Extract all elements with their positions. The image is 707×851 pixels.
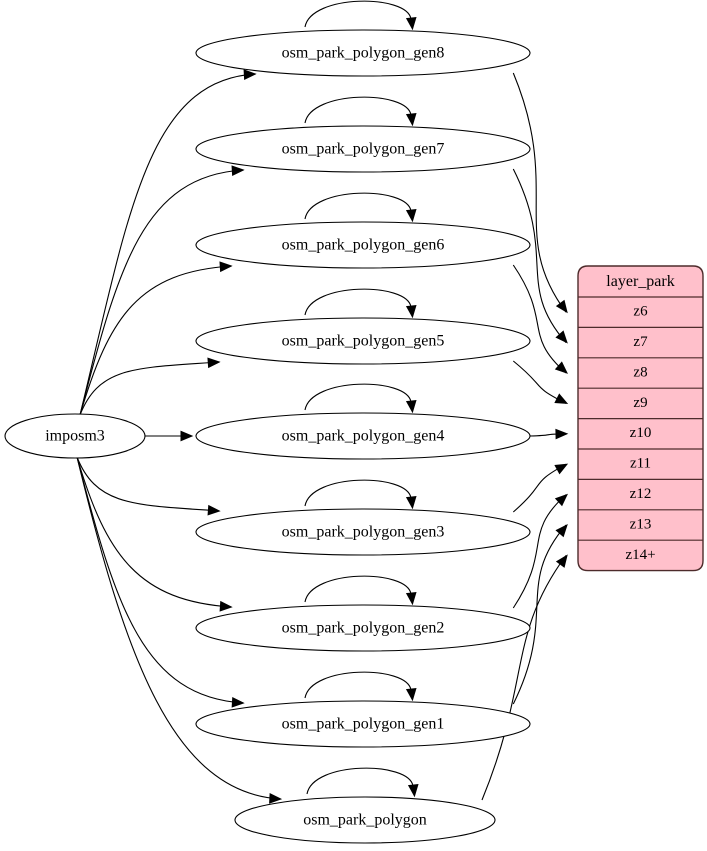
self-loop-edge-base [306, 767, 414, 795]
node-gen1[interactable]: osm_park_polygon_gen1 [195, 700, 531, 748]
self-loop-arrowhead-base [407, 783, 419, 798]
arrowhead-gen6-to-z8 [554, 361, 568, 374]
node-label-gen6: osm_park_polygon_gen6 [282, 237, 445, 254]
edge-imposm3-to-gen1 [76, 456, 244, 704]
edge-gen2-to-z12 [512, 494, 567, 609]
nodes-layer: imposm3 osm_park_polygon_gen8 osm_park_pol… [4, 29, 531, 844]
node-shape-gen1 [195, 700, 531, 748]
table-row-z10[interactable]: z10 [630, 425, 652, 441]
self-loop-edge-gen7 [304, 96, 412, 124]
self-loop-edge-gen6 [304, 192, 412, 220]
self-loop-edge-gen4 [304, 383, 412, 411]
self-loop-arrowhead-gen5 [405, 304, 417, 319]
node-gen2[interactable]: osm_park_polygon_gen2 [195, 604, 531, 652]
arrowhead-gen2-to-z12 [554, 493, 568, 507]
self-loop-arrowhead-gen3 [405, 495, 417, 510]
node-gen6[interactable]: osm_park_polygon_gen6 [195, 221, 531, 269]
edge-gen3-to-z11 [512, 463, 567, 513]
self-loop-edge-gen5 [304, 288, 412, 316]
table-row-z11[interactable]: z11 [630, 456, 651, 472]
self-loop-arrowhead-gen2 [405, 591, 417, 606]
edges-layer [76, 0, 569, 804]
node-label-gen4: osm_park_polygon_gen4 [282, 428, 445, 445]
table-row-z9[interactable]: z9 [633, 395, 647, 411]
node-label-gen8: osm_park_polygon_gen8 [282, 45, 445, 62]
node-shape-gen6 [195, 221, 531, 269]
arrowhead-gen8-to-z6 [555, 299, 568, 314]
node-gen3[interactable]: osm_park_polygon_gen3 [195, 508, 531, 556]
node-shape-gen2 [195, 604, 531, 652]
node-shape-gen7 [195, 125, 531, 173]
node-label-gen2: osm_park_polygon_gen2 [282, 620, 445, 637]
self-loop-edge-gen2 [304, 575, 412, 603]
table-row-z14+[interactable]: z14+ [625, 547, 655, 563]
table-row-z7[interactable]: z7 [633, 334, 648, 350]
arrowhead-imposm3-to-gen7 [231, 165, 245, 177]
layer-park-table: layer_park z6 z7 z8 z9 z10 z11 z12 z13 z14+ [577, 265, 704, 572]
arrowhead-imposm3-to-gen2 [219, 600, 233, 612]
edge-imposm3-to-gen3 [76, 456, 220, 512]
arrowhead-imposm3-to-gen1 [231, 696, 245, 708]
self-loop-arrowhead-gen8 [405, 16, 417, 31]
self-loop-arrowhead-gen1 [405, 687, 417, 702]
node-shape-gen5 [195, 317, 531, 365]
edge-imposm3-to-gen8 [79, 73, 256, 416]
table-header-label: layer_park [606, 273, 674, 290]
edge-imposm3-to-base [76, 456, 281, 800]
self-loop-arrowhead-gen6 [405, 208, 417, 223]
self-loop-arrowhead-gen4 [405, 399, 417, 414]
edge-gen6-to-z8 [512, 264, 567, 374]
arrowhead-gen3-to-z11 [554, 463, 569, 475]
node-base[interactable]: osm_park_polygon [234, 796, 496, 844]
arrowhead-gen4-to-z10 [555, 428, 569, 440]
table-row-z12[interactable]: z12 [630, 486, 652, 502]
node-gen5[interactable]: osm_park_polygon_gen5 [195, 317, 531, 365]
node-shape-gen3 [195, 508, 531, 556]
arrowhead-imposm3-to-gen3 [207, 504, 221, 516]
node-gen4[interactable]: osm_park_polygon_gen4 [195, 412, 531, 460]
arrowhead-imposm3-to-gen6 [219, 261, 233, 273]
node-gen7[interactable]: osm_park_polygon_gen7 [195, 125, 531, 173]
self-loop-edge-gen8 [304, 0, 412, 28]
arrowhead-gen1-to-z13 [555, 524, 568, 538]
node-label-base: osm_park_polygon [303, 812, 427, 829]
arrowhead-gen5-to-z9 [554, 393, 569, 404]
edge-imposm3-to-gen2 [76, 456, 232, 608]
node-label-gen1: osm_park_polygon_gen1 [282, 716, 445, 733]
self-loop-arrowhead-gen7 [405, 112, 417, 127]
edge-gen5-to-z9 [512, 360, 567, 404]
self-loop-edge-gen1 [304, 671, 412, 699]
node-label-gen7: osm_park_polygon_gen7 [282, 141, 445, 158]
arrowhead-gen7-to-z7 [555, 330, 568, 344]
node-shape-gen8 [195, 29, 531, 77]
edge-gen8-to-z6 [512, 72, 567, 313]
arrowhead-imposm3-to-gen5 [207, 357, 221, 369]
node-shape-imposm3 [4, 413, 146, 459]
node-label-imposm3: imposm3 [45, 428, 105, 445]
arrowhead-base-to-z14+ [555, 554, 568, 568]
edge-base-to-z14+ [481, 555, 567, 801]
node-gen8[interactable]: osm_park_polygon_gen8 [195, 29, 531, 77]
edge-imposm3-to-gen6 [79, 265, 232, 416]
edge-gen7-to-z7 [512, 168, 567, 343]
table-row-z6[interactable]: z6 [633, 304, 648, 320]
node-shape-base [234, 796, 496, 844]
self-loop-edge-gen3 [304, 479, 412, 507]
edge-gen1-to-z13 [512, 524, 567, 705]
table-row-z13[interactable]: z13 [630, 516, 652, 532]
node-shape-gen4 [195, 412, 531, 460]
node-label-gen5: osm_park_polygon_gen5 [282, 333, 445, 350]
arrowhead-imposm3-to-base [269, 793, 283, 804]
node-imposm3[interactable]: imposm3 [4, 413, 146, 459]
node-label-gen3: osm_park_polygon_gen3 [282, 524, 445, 541]
arrowhead-imposm3-to-gen8 [243, 69, 257, 80]
edge-imposm3-to-gen7 [79, 169, 244, 416]
table-row-z8[interactable]: z8 [633, 364, 647, 380]
edge-imposm3-to-gen5 [79, 361, 220, 416]
arrowhead-imposm3-to-gen4 [180, 430, 194, 442]
